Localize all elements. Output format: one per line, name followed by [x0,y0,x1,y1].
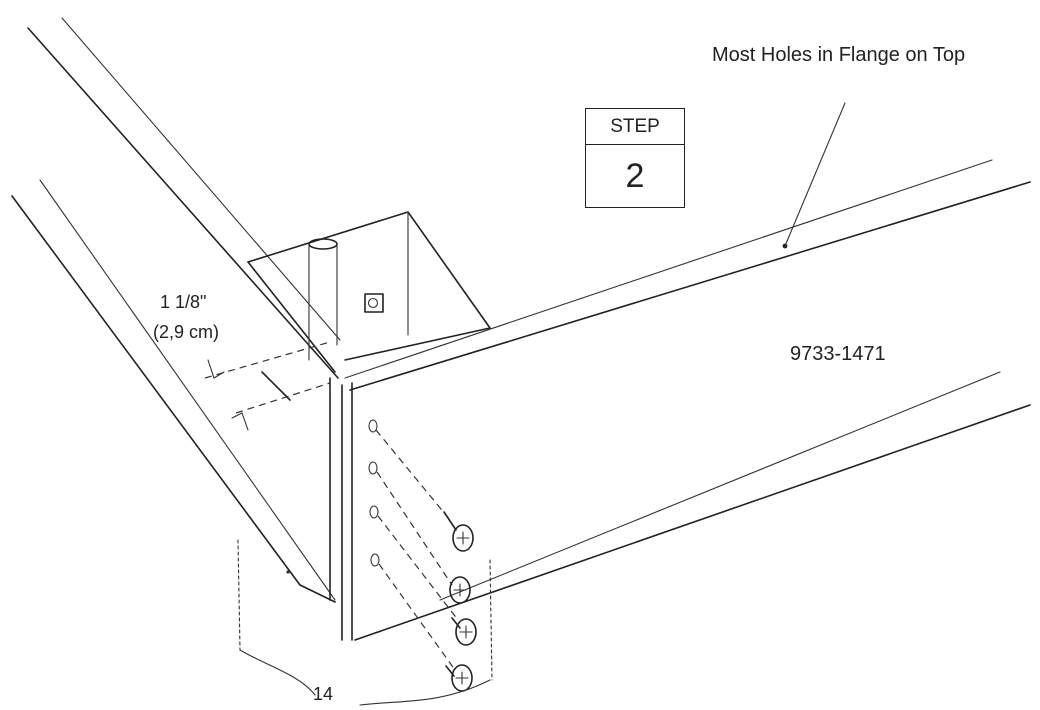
dimension-lines [204,341,331,431]
dimension-metric: (2,9 cm) [153,322,220,342]
step-box: STEP 2 [585,108,685,208]
bolt-4 [445,664,473,692]
callout-text: Most Holes in Flange on Top [712,44,966,66]
bolt-2 [449,576,471,604]
part-number: 9733-1471 [790,343,886,365]
step-label: STEP [586,109,684,145]
post-label: 14 [313,684,334,704]
right-rail [344,159,1031,641]
bolt-1 [443,511,474,552]
left-rail [11,17,341,603]
corner-bracket [247,211,491,641]
wood-post [237,539,493,706]
dimension-imperial: 1 1/8" [160,292,207,312]
step-number: 2 [625,157,645,195]
bolts [375,429,477,692]
flange-holes [368,419,380,567]
callout-leader [784,102,846,247]
bolt-3 [451,617,477,646]
post-pipe [308,238,384,361]
